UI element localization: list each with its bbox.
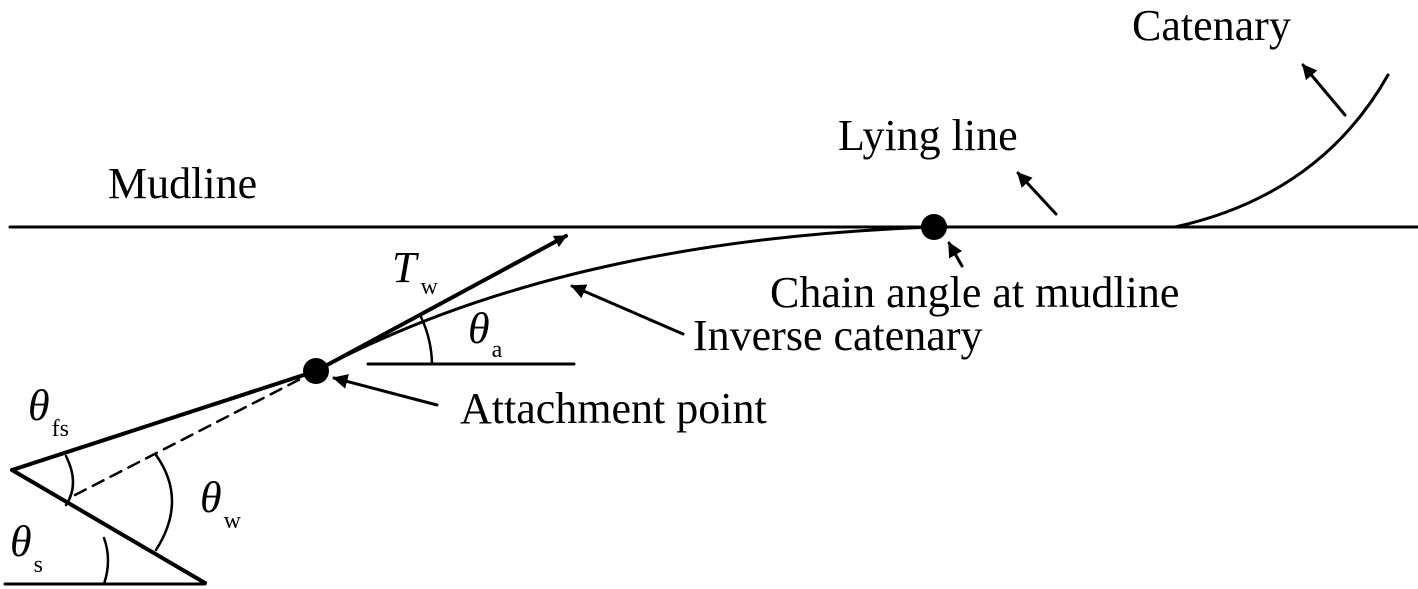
attachment-point-pointer — [332, 374, 439, 407]
inverse-catenary-label: Inverse catenary — [693, 311, 982, 360]
anchor-fluke — [10, 468, 207, 585]
theta-a-symbol: θa — [468, 304, 503, 363]
theta-a-arc — [419, 315, 434, 366]
theta-w-arc — [154, 453, 174, 552]
theta-s-arc — [102, 536, 110, 586]
anchor-shank — [10, 369, 318, 472]
anchor-dashed-line — [73, 369, 318, 497]
mudline-point-dot — [921, 214, 947, 240]
chain-angle-label: Chain angle at mudline — [770, 268, 1179, 317]
tension-arrow — [314, 234, 568, 373]
theta-w-symbol: θw — [200, 473, 242, 534]
catenary-curve — [1173, 73, 1390, 229]
attachment-point-dot — [303, 358, 329, 384]
mudline-label: Mudline — [108, 159, 257, 208]
theta-s-symbol: θs — [10, 517, 43, 578]
chain-angle-pointer — [947, 241, 964, 268]
lying-line-pointer — [1016, 171, 1058, 216]
lying-line-label: Lying line — [838, 111, 1018, 160]
theta-fs-arc — [64, 454, 75, 507]
theta-fs-symbol: θfs — [28, 381, 69, 442]
inverse-catenary-pointer — [570, 284, 685, 336]
attachment-point-label: Attachment point — [460, 384, 767, 433]
inverse-catenary-curve — [314, 225, 936, 373]
catenary-label: Catenary — [1132, 1, 1291, 50]
catenary-pointer — [1301, 63, 1347, 117]
